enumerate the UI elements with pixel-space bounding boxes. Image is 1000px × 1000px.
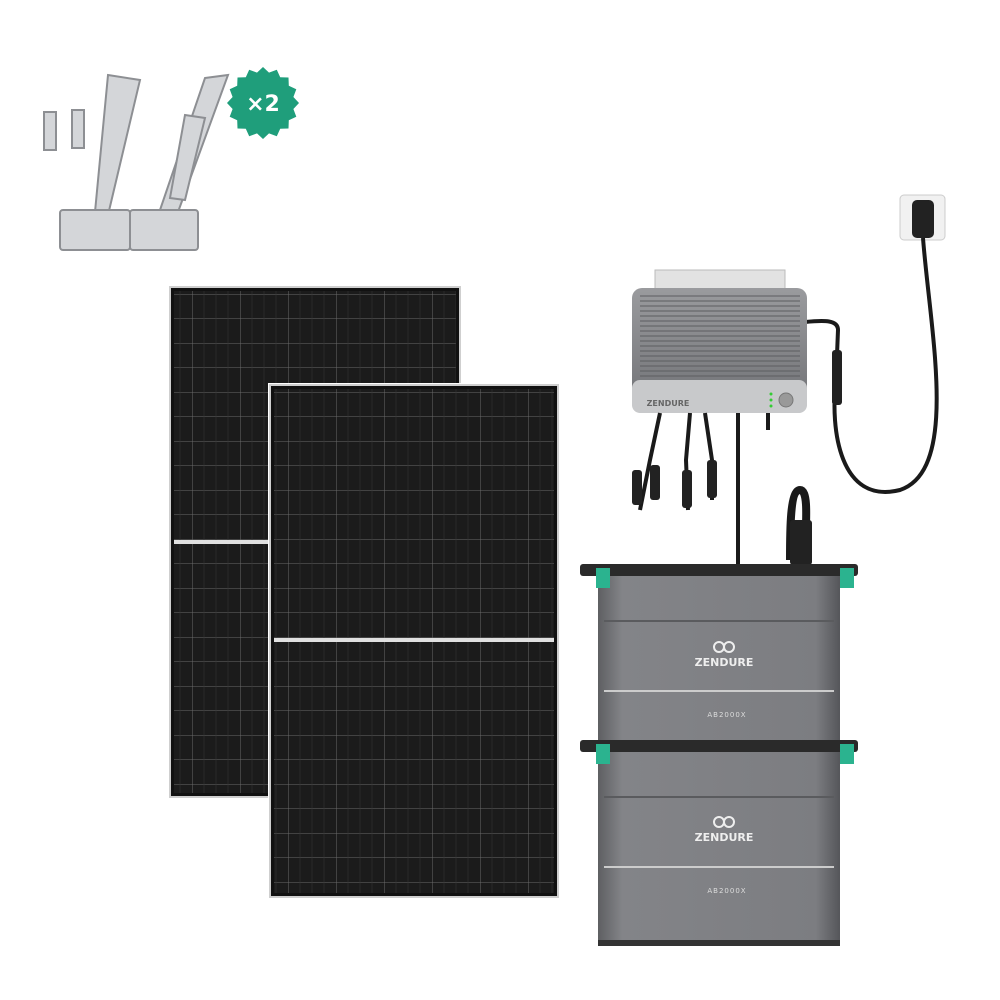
badge-star-shape — [227, 67, 299, 139]
micro-inverter: ZENDURE — [632, 269, 807, 565]
battery-stack: ZENDURE AB2000X ZENDURE AB2000X — [580, 485, 858, 946]
battery-top-module: ZENDURE AB2000X — [695, 641, 754, 719]
battery-model: AB2000X — [707, 887, 746, 895]
quantity-badge: ×2 — [227, 67, 299, 139]
wall-plug — [804, 194, 946, 494]
battery-bottom-module: ZENDURE AB2000X — [695, 816, 754, 895]
battery-brand: ZENDURE — [695, 831, 754, 844]
mounting-brackets — [43, 73, 230, 251]
battery-model: AB2000X — [707, 711, 746, 719]
inverter-brand: ZENDURE — [647, 399, 690, 408]
quantity-label: ×2 — [246, 92, 280, 117]
solar-panel-front — [268, 383, 560, 898]
battery-brand: ZENDURE — [695, 656, 754, 669]
